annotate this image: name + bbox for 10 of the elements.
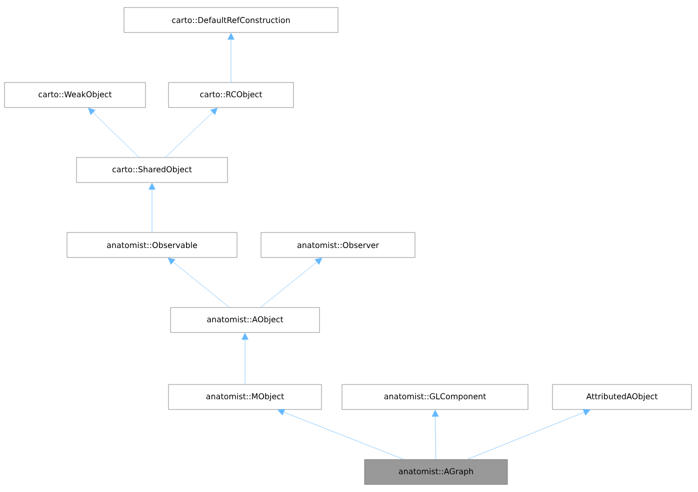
arrow: [242, 332, 248, 384]
arrow: [228, 32, 234, 82]
arrow: [260, 258, 322, 308]
arrow: [432, 410, 439, 460]
arrow: [165, 108, 218, 158]
arrow: [148, 182, 156, 232]
arrow: [168, 258, 230, 308]
arrow: [467, 409, 590, 460]
arrow: [88, 108, 140, 158]
arrow: [278, 408, 404, 460]
